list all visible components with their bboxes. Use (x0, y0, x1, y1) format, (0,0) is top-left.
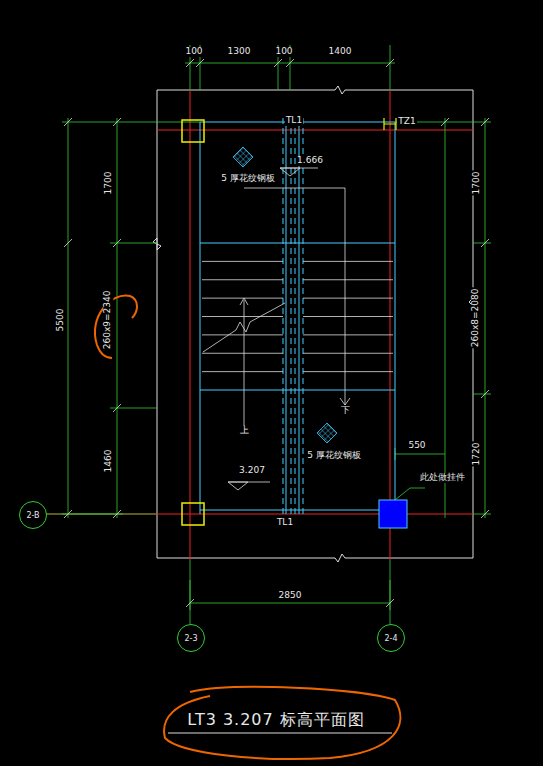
drawing-label: 5 厚花纹钢板 (306, 451, 362, 461)
drawing-label: 1720 (471, 442, 481, 467)
drawing-label: 此处做挂件 (419, 473, 466, 483)
drawing-label: 下 (340, 406, 351, 416)
drawing-label: 1300 (227, 47, 252, 57)
drawing-label: 5 厚花纹钢板 (220, 174, 276, 184)
drawing-title: LT3 3.207 标高平面图 (187, 710, 365, 731)
drawing-label: 1700 (103, 171, 113, 196)
axis-label: 2-B (26, 511, 39, 520)
drawing-label: TL1 (276, 518, 294, 528)
drawing-label: 1460 (103, 449, 113, 474)
drawing-label: 上 (239, 426, 250, 436)
axis-label: 2-3 (184, 634, 197, 643)
drawing-label: 260x8=2080 (471, 288, 481, 349)
drawing-label: 1400 (328, 47, 353, 57)
drawing-label: 100 (184, 47, 203, 57)
drawing-label: 1.666 (296, 156, 324, 166)
axis-label: 2-4 (384, 634, 397, 643)
drawing-label: 2850 (278, 591, 303, 601)
drawing-label: TL1 (285, 116, 303, 126)
drawing-label: 260x9=2340 (103, 290, 113, 351)
drawing-label: 100 (274, 47, 293, 57)
drawing-label: TZ1 (397, 117, 416, 127)
drawing-label: 3.207 (238, 466, 266, 476)
axis-bubble: 2-B (19, 501, 47, 529)
drawing-label: 550 (407, 441, 426, 451)
drawing-label: 1700 (471, 171, 481, 196)
drawing-label: 5500 (55, 308, 65, 333)
axis-bubble: 2-3 (177, 624, 205, 652)
axis-bubble: 2-4 (377, 624, 405, 652)
